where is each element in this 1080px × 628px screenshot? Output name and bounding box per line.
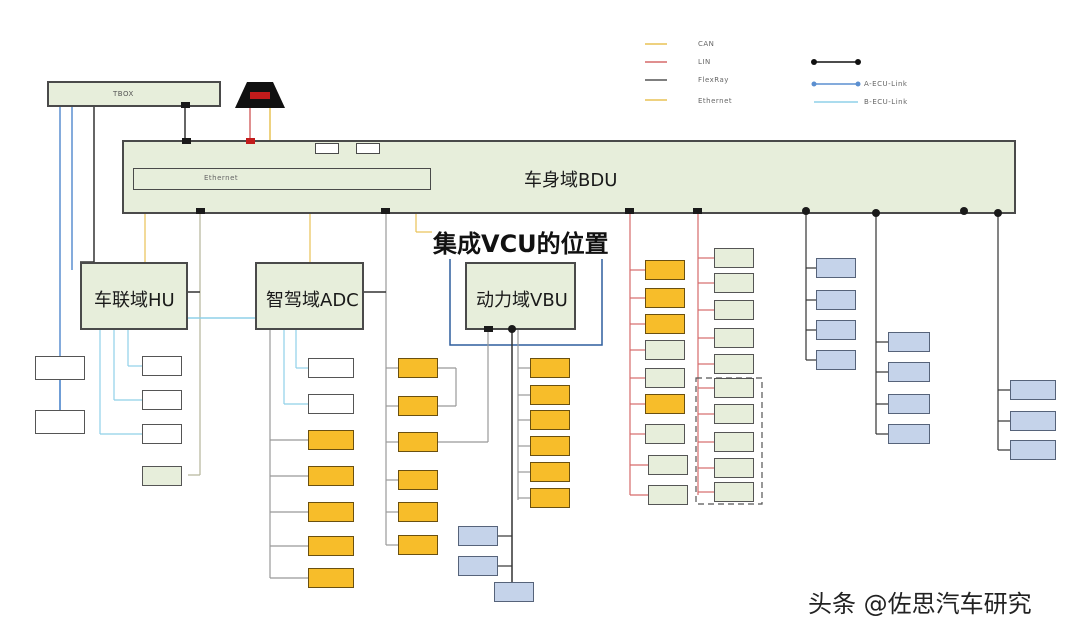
ecu-node — [530, 410, 570, 430]
ecu-node — [714, 432, 754, 452]
legend-label-lin: LIN — [698, 58, 711, 66]
chip-b — [356, 143, 380, 154]
ecu-node — [142, 390, 182, 410]
ecu-node — [714, 273, 754, 293]
ecu-node — [714, 300, 754, 320]
ecu-node — [142, 466, 182, 486]
ecu-node — [530, 436, 570, 456]
junction — [802, 207, 810, 215]
infotainment-domain-hu: 车联域HU — [80, 262, 188, 330]
ecu-node — [308, 502, 354, 522]
ecu-node — [888, 394, 930, 414]
ecu-node — [645, 368, 685, 388]
ecu-node — [816, 320, 856, 340]
ecu-node — [648, 455, 688, 475]
connector — [196, 208, 205, 214]
junction — [872, 209, 880, 217]
ecu-node — [308, 430, 354, 450]
tbox-label: TBOX — [113, 90, 134, 98]
ecu-node — [35, 356, 85, 380]
connector — [181, 102, 190, 108]
legend-label-a: A-ECU-Link — [864, 80, 908, 88]
junction — [960, 207, 968, 215]
ecu-node — [714, 482, 754, 502]
ecu-node — [645, 394, 685, 414]
ecu-node — [458, 526, 498, 546]
ecu-node — [888, 362, 930, 382]
ecu-node — [308, 358, 354, 378]
ecu-node — [714, 458, 754, 478]
ecu-node — [398, 432, 438, 452]
connector — [381, 208, 390, 214]
ecu-node — [308, 568, 354, 588]
ecu-node — [645, 340, 685, 360]
legend-label-can: CAN — [698, 40, 715, 48]
ecu-node — [458, 556, 498, 576]
ecu-node — [398, 502, 438, 522]
ecu-node — [714, 328, 754, 348]
hazard-icon — [235, 82, 285, 108]
infotainment-domain-label: 车联域HU — [94, 290, 175, 311]
ecu-node — [1010, 440, 1056, 460]
ecu-node — [645, 260, 685, 280]
ecu-node — [1010, 411, 1056, 431]
power-domain-vbu: 动力域VBU — [465, 262, 576, 330]
adas-domain-label: 智驾域ADC — [266, 290, 359, 311]
legend-label-eth: Ethernet — [698, 97, 733, 105]
connector — [246, 138, 255, 144]
ecu-node — [816, 350, 856, 370]
ecu-node — [645, 314, 685, 334]
adas-domain-adc: 智驾域ADC — [255, 262, 364, 330]
ecu-node — [816, 290, 856, 310]
ecu-node — [648, 485, 688, 505]
ecu-node — [1010, 380, 1056, 400]
legend-label-flexray: FlexRay — [698, 76, 729, 84]
body-domain-label: 车身域BDU — [524, 170, 618, 191]
ecu-node — [142, 424, 182, 444]
gateway-label: Ethernet — [204, 174, 239, 182]
gateway-bar: Ethernet — [133, 168, 431, 190]
ecu-node — [530, 462, 570, 482]
ecu-node — [714, 248, 754, 268]
ecu-node — [398, 470, 438, 490]
ecu-node — [645, 288, 685, 308]
ecu-node — [714, 404, 754, 424]
ecu-node — [308, 536, 354, 556]
ecu-node — [888, 424, 930, 444]
ecu-node — [816, 258, 856, 278]
tbox-box: TBOX — [47, 81, 221, 107]
ecu-node — [398, 535, 438, 555]
ecu-node — [530, 358, 570, 378]
ecu-node — [35, 410, 85, 434]
ecu-node — [398, 396, 438, 416]
ecu-node — [398, 358, 438, 378]
ecu-node — [888, 332, 930, 352]
ecu-node — [494, 582, 534, 602]
connector — [484, 326, 493, 332]
ecu-node — [645, 424, 685, 444]
ecu-node — [142, 356, 182, 376]
ecu-node — [530, 488, 570, 508]
connector — [693, 208, 702, 214]
ecu-node — [308, 466, 354, 486]
watermark-text: 头条 @佐思汽车研究 — [808, 590, 1032, 618]
ecu-node — [308, 394, 354, 414]
legend-label-b: B-ECU-Link — [864, 98, 908, 106]
ecu-node — [714, 354, 754, 374]
ecu-node — [714, 378, 754, 398]
diagram-title: 集成VCU的位置 — [433, 224, 609, 259]
junction — [508, 325, 516, 333]
chip-a — [315, 143, 339, 154]
junction — [994, 209, 1002, 217]
power-domain-label: 动力域VBU — [476, 290, 568, 311]
connector — [625, 208, 634, 214]
ecu-node — [530, 385, 570, 405]
connector — [182, 138, 191, 144]
